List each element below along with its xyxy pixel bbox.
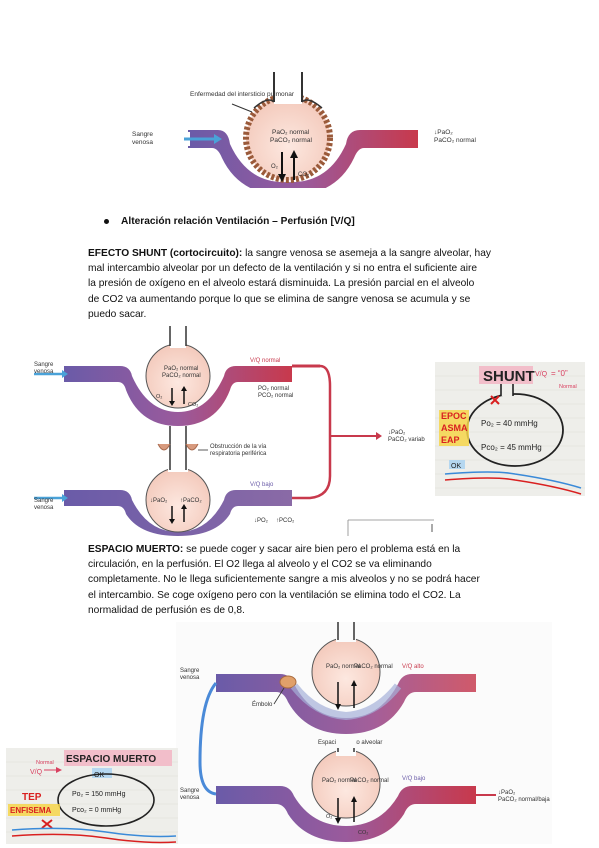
fig3-top-paco2: PaCO₂ normal bbox=[354, 664, 393, 670]
espacio-note-ok: OK bbox=[94, 772, 104, 779]
shunt-note-pco2: Pco₂ = 45 mmHg bbox=[481, 443, 542, 452]
fig1-pao2: PaO₂ normal bbox=[272, 129, 310, 136]
fig3-vq-bajo: V/Q bajo bbox=[402, 776, 426, 782]
espacio-muerto-handwritten-note: ESPACIO MUERTO Normal V/Q OK Po₂ = 150 m… bbox=[6, 748, 178, 844]
bullet-text: Alteración relación Ventilación – Perfus… bbox=[121, 216, 355, 227]
fig2-bottom-pao2: ↓PaO₂ bbox=[150, 498, 168, 504]
espacio-line1: ESPACIO MUERTO: se puede coger y sacar a… bbox=[88, 544, 461, 555]
shunt-line1: EFECTO SHUNT (cortocircuito): la sangre … bbox=[88, 248, 491, 259]
espacio-paragraph: ESPACIO MUERTO: se puede coger y sacar a… bbox=[88, 542, 528, 618]
shunt-line3: la presión de oxígeno en el alveolo esta… bbox=[88, 278, 475, 290]
fig2-pco-normal: PCO₂ normal bbox=[258, 393, 293, 399]
shunt-paragraph: EFECTO SHUNT (cortocircuito): la sangre … bbox=[88, 246, 528, 322]
fig3-bottom-sangre: Sangre bbox=[180, 788, 200, 794]
espacio-line4: el intercambio. Se coge oxígeno pero con… bbox=[88, 589, 461, 601]
fig3-result1: ↓PaO₂ bbox=[498, 790, 516, 796]
espacio-note-title: ESPACIO MUERTO bbox=[66, 754, 156, 765]
fig3-embolo: Émbolo bbox=[252, 701, 273, 708]
shunt-note-title: SHUNT bbox=[483, 368, 535, 385]
fig2-bottom-sangre: Sangre bbox=[34, 498, 54, 504]
fig1-result2: PaCO₂ normal bbox=[434, 137, 476, 144]
fig2-frame-marks bbox=[347, 519, 434, 536]
fig2-top-o2: O₂ bbox=[156, 394, 162, 400]
fig1-paco2: PaCO₂ normal bbox=[270, 137, 312, 144]
shunt-note-eq: = “0” bbox=[551, 369, 568, 378]
fig2-bottom-paco2: ↑PaCO₂ bbox=[180, 498, 202, 504]
fig3-o2: O₂ bbox=[326, 814, 332, 820]
espacio-line5: normalidad de perfusión es de 0,8. bbox=[88, 604, 245, 616]
fig3-vq-alto: V/Q alto bbox=[402, 664, 424, 670]
espacio-line2: circulación, en la perfusión. El O2 lleg… bbox=[88, 559, 432, 571]
shunt-note-normal: Normal bbox=[559, 384, 577, 390]
espacio-title: ESPACIO MUERTO: bbox=[88, 544, 184, 555]
fig2-result1: ↓PaO₂ bbox=[388, 430, 406, 436]
fig3-top-sangre: Sangre bbox=[180, 668, 200, 674]
fig1-o2: O₂ bbox=[271, 164, 279, 170]
fig2-result2: PaCO₂ variab bbox=[388, 437, 425, 443]
fig3-result2: PaCO₂ normal/baja bbox=[498, 797, 550, 803]
fig1-caption: Enfermedad del intersticio pulmonar bbox=[190, 91, 295, 98]
shunt-diagram: Sangre venosa PaO₂ normal PaCO₂ normal O… bbox=[34, 326, 425, 536]
espacio-line3: completamente. No le llega suficientemen… bbox=[88, 574, 480, 586]
fig2-top-pao2: PaO₂ normal bbox=[164, 366, 198, 372]
fig3-top-venosa: venosa bbox=[180, 675, 200, 681]
fig2-obstruction1: Obstrucción de la vía bbox=[210, 444, 267, 450]
espacio-note-vq: V/Q bbox=[30, 769, 43, 776]
fig1-sangre: Sangre bbox=[132, 131, 153, 138]
fig3-bottom-pao2: PaO₂ normal bbox=[322, 778, 356, 784]
fig1-co2: CO₂ bbox=[298, 172, 310, 178]
fig2-top-co2: CO₂ bbox=[188, 402, 198, 408]
vq-bullet: Alteración relación Ventilación – Perfus… bbox=[104, 214, 355, 229]
fig2-vq-bajo: V/Q bajo bbox=[250, 482, 274, 488]
shunt-line5: puedo sacar. bbox=[88, 308, 147, 320]
shunt-handwritten-note: SHUNT V/Q = “0” Normal Po₂ = 40 mmHg Pco… bbox=[435, 362, 585, 496]
espacio-note-normal: Normal bbox=[36, 760, 54, 766]
espacio-note-pco2: Pco₂ = 0 mmHg bbox=[72, 807, 121, 814]
shunt-line2: mal intercambio alveolar por un defecto … bbox=[88, 263, 478, 275]
fig2-po-low: ↓PO₂ bbox=[254, 518, 269, 524]
espacio-note-tep: TEP bbox=[22, 792, 42, 803]
fig3-bottom-paco2: PaCO₂ normal bbox=[350, 778, 389, 784]
fig2-top-sangre: Sangre bbox=[34, 362, 54, 368]
shunt-line4: de CO2 va aumentando porque lo que se el… bbox=[88, 293, 471, 305]
shunt-title: EFECTO SHUNT (cortocircuito): bbox=[88, 248, 243, 259]
interstitial-disease-diagram: Enfermedad del intersticio pulmonar Sang… bbox=[128, 72, 480, 188]
fig3-top-pao2: PaO₂ normal bbox=[326, 664, 360, 670]
shunt-note-epoc: EPOC bbox=[441, 411, 467, 421]
espacio-note-enfisema: ENFISEMA bbox=[10, 806, 52, 815]
shunt-note-po2: Po₂ = 40 mmHg bbox=[481, 419, 538, 428]
shunt-note-eap: EAP bbox=[441, 435, 460, 445]
shunt-note-asma: ASMA bbox=[441, 423, 468, 433]
fig2-pco-high: ↑PCO₂ bbox=[276, 518, 295, 524]
fig2-bottom-venosa: venosa bbox=[34, 505, 54, 511]
dead-space-diagram: Sangre venosa PaO₂ normal PaCO₂ normal V… bbox=[176, 622, 552, 844]
fig2-top-venosa: venosa bbox=[34, 369, 54, 375]
fig3-bottom-venosa: venosa bbox=[180, 795, 200, 801]
fig2-vq-normal: V/Q normal bbox=[250, 358, 280, 364]
bullet-dot bbox=[104, 218, 109, 224]
fig3-co2: CO₂ bbox=[358, 830, 368, 836]
shunt-note-ok: OK bbox=[451, 463, 461, 470]
fig2-top-paco2: PaCO₂ normal bbox=[162, 373, 201, 379]
fig1-result1: ↓PaO₂ bbox=[434, 129, 453, 136]
fig1-venosa: venosa bbox=[132, 139, 153, 146]
fig2-po-normal: PO₂ normal bbox=[258, 386, 289, 392]
fig2-obstruction2: respiratoria periférica bbox=[210, 451, 267, 457]
shunt-note-vq: V/Q bbox=[535, 371, 548, 378]
espacio-note-po2: Po₂ = 150 mmHg bbox=[72, 791, 126, 798]
